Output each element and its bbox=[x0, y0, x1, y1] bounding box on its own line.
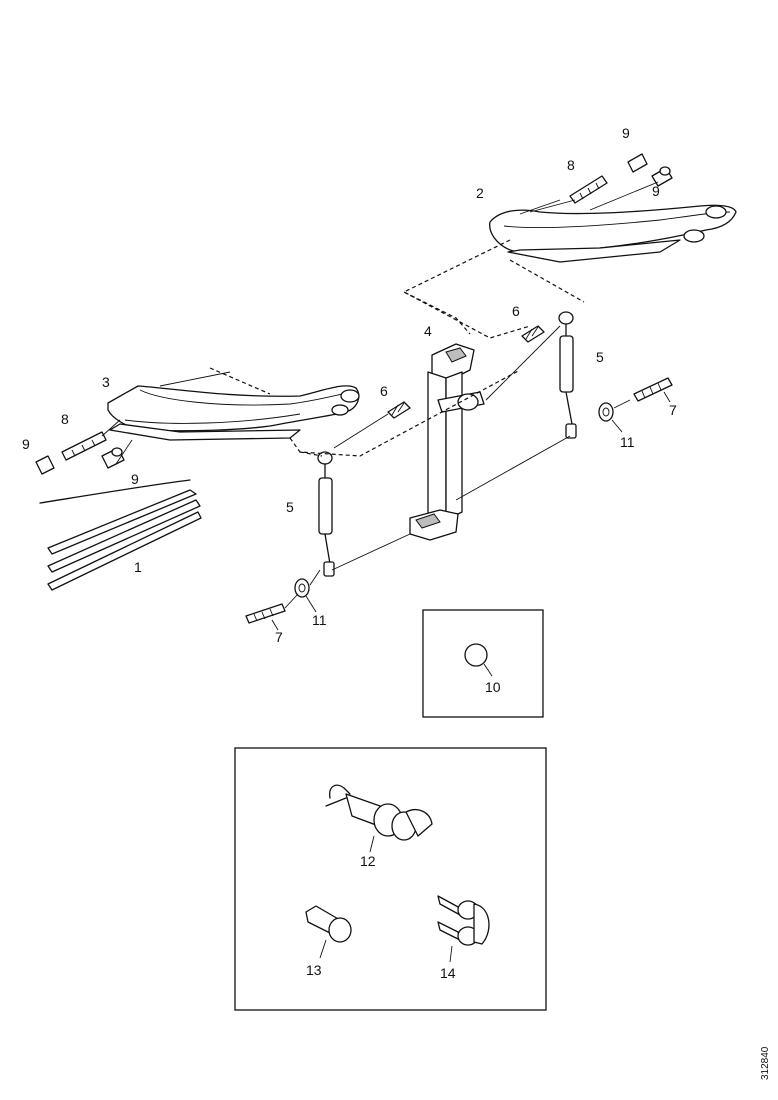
callout-1: 1 bbox=[134, 559, 142, 575]
callout-13: 13 bbox=[306, 962, 322, 978]
part-6-bolt-left bbox=[387, 401, 411, 419]
callout-labels: 1 2 3 4 5 5 6 6 7 7 8 8 9 9 9 9 10 11 11… bbox=[22, 125, 677, 981]
callout-12: 12 bbox=[360, 853, 376, 869]
callout-9-a: 9 bbox=[22, 436, 30, 452]
callout-14: 14 bbox=[440, 965, 456, 981]
part-1-fork-tines bbox=[39, 479, 202, 591]
callout-9-c: 9 bbox=[622, 125, 630, 141]
part-8-pin-right bbox=[569, 175, 608, 204]
callout-11-left: 11 bbox=[312, 612, 327, 628]
callout-11-right: 11 bbox=[620, 434, 635, 450]
assembly-dashed-lines bbox=[209, 239, 585, 457]
part-9-bushing-c bbox=[627, 153, 648, 173]
callout-7-right: 7 bbox=[669, 402, 677, 418]
callout-2: 2 bbox=[476, 185, 484, 201]
part-11-washer-right bbox=[598, 402, 614, 422]
callout-6-right: 6 bbox=[512, 303, 520, 319]
document-id: 312840 bbox=[760, 1046, 771, 1080]
part-2-right-arm bbox=[489, 199, 737, 263]
part-3-left-arm bbox=[107, 371, 360, 441]
part-4-center-bracket bbox=[409, 343, 485, 541]
callout-7-left: 7 bbox=[275, 629, 283, 645]
part-9-bushing-a bbox=[35, 455, 55, 475]
part-9-bushing-b bbox=[101, 447, 125, 469]
part-5-gas-strut-right bbox=[558, 311, 577, 439]
callout-9-d: 9 bbox=[652, 183, 660, 199]
leader-lines bbox=[101, 181, 671, 631]
inset-box-part-10 bbox=[422, 609, 544, 718]
callout-6-left: 6 bbox=[380, 383, 388, 399]
callout-10: 10 bbox=[485, 679, 501, 695]
inset-box-parts-12-14 bbox=[234, 747, 547, 1011]
part-11-washer-left bbox=[294, 578, 310, 598]
callout-5-left: 5 bbox=[286, 499, 294, 515]
part-6-bolt-right bbox=[521, 325, 545, 343]
callout-8-right: 8 bbox=[567, 157, 575, 173]
callout-8-left: 8 bbox=[61, 411, 69, 427]
callout-3: 3 bbox=[102, 374, 110, 390]
callout-4: 4 bbox=[424, 323, 432, 339]
callout-9-b: 9 bbox=[131, 471, 139, 487]
callout-5-right: 5 bbox=[596, 349, 604, 365]
part-7-bolt-left bbox=[245, 603, 286, 624]
part-7-bolt-right bbox=[633, 377, 673, 402]
part-5-gas-strut-left bbox=[317, 451, 335, 577]
part-8-pin-left bbox=[61, 431, 107, 461]
